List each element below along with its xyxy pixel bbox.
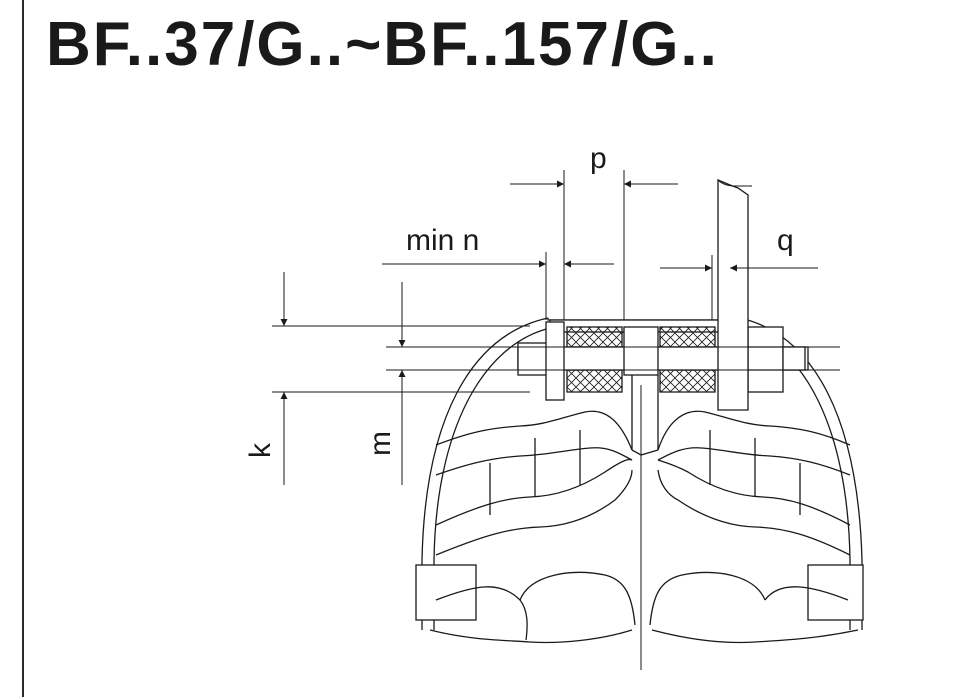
lower-bowl-right: [764, 586, 849, 601]
lug-left: [415, 564, 477, 621]
center-block: [623, 326, 659, 376]
washer-left: [545, 321, 565, 401]
label-min-n: min n: [406, 224, 479, 257]
corrugation-right-1: [657, 410, 851, 451]
nut-right: [747, 326, 784, 393]
corrugation-right-3: [657, 459, 851, 526]
page-title: BF..37/G..~BF..157/G..: [46, 10, 719, 79]
bonnet-inner-left: [433, 327, 551, 630]
lower-bowl-center-left: [519, 571, 636, 626]
corrugation-left-2: [435, 447, 633, 476]
insulation-right: [659, 326, 716, 348]
frame-left-border: [22, 0, 24, 697]
bottom-arc-left: [429, 629, 633, 644]
corrugation-left-4: [435, 469, 633, 556]
lug-right: [807, 564, 864, 621]
bonnet-outer-left: [421, 317, 549, 630]
lower-bowl-center-right: [649, 571, 766, 626]
label-k: k: [244, 442, 277, 458]
insulation-left: [566, 326, 623, 348]
corrugation-left-1: [435, 410, 633, 451]
label-q: q: [777, 224, 794, 257]
corrugation-right-4: [657, 469, 851, 556]
corrugation-left-3: [435, 458, 633, 526]
label-m: m: [364, 431, 397, 456]
mounting-wall: [717, 179, 749, 411]
bolt-end-right: [782, 346, 806, 371]
label-p: p: [590, 142, 607, 175]
bottom-arc-right: [651, 629, 859, 644]
corrugation-right-2: [657, 447, 851, 476]
